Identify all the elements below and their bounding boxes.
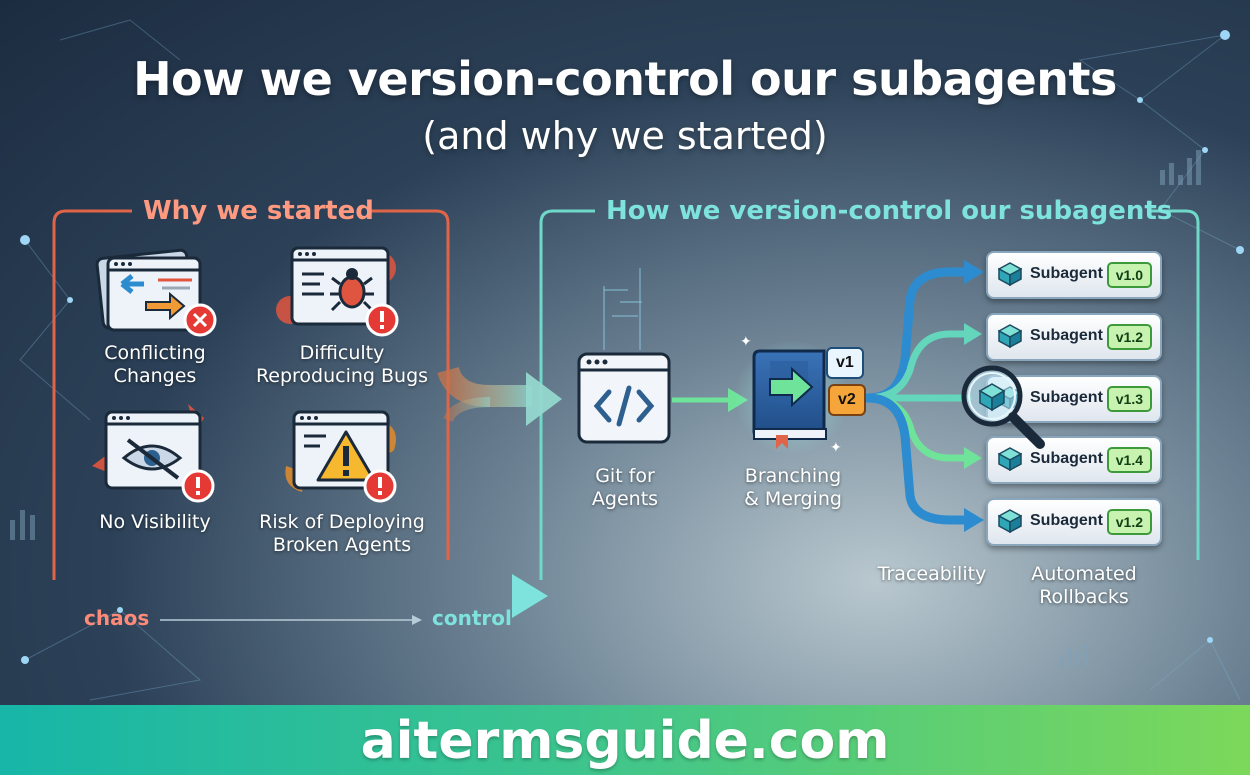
subagent-card-d: Subagent D v1.4 — [986, 436, 1162, 484]
version-tag-v2: v2 — [828, 384, 866, 416]
subagent-version-badge: v1.2 — [1106, 509, 1152, 535]
version-tag-v1: v1 — [826, 347, 864, 379]
page-subtitle: (and why we started) — [422, 114, 828, 158]
git-decoration — [603, 268, 642, 350]
magnifier-icon — [961, 365, 1045, 449]
code-window-icon — [577, 352, 671, 444]
bar-glyph-decoration — [10, 150, 1201, 667]
sparkle-icon: ✦ — [740, 334, 752, 350]
bridge-arrow — [437, 366, 532, 407]
branch-tree — [863, 267, 973, 525]
traceability-label: Traceability — [877, 563, 987, 585]
infographic: ✦ ✦ How we version-control our subagents… — [10, 19, 1244, 701]
subagent-version-badge: v1.2 — [1106, 324, 1152, 350]
subagent-name: Subagent C — [1030, 389, 1119, 406]
conflicting-changes-icon — [95, 248, 217, 337]
how-panel-border — [539, 209, 1200, 580]
subagent-version-badge: v1.3 — [1106, 386, 1152, 412]
why-panel-border — [52, 209, 450, 580]
bridge-arrow-head — [526, 372, 562, 426]
subagent-card-b: Subagent B v1.2 — [986, 313, 1162, 361]
subagent-version-badge: v1.0 — [1106, 262, 1152, 288]
diagram-canvas: ✦ ✦ — [10, 19, 1244, 701]
branching-book-icon — [752, 349, 827, 449]
subagent-name: Subagent A — [1030, 265, 1119, 282]
control-label: control — [432, 606, 512, 630]
cube-icon — [998, 324, 1022, 348]
cube-icon — [998, 262, 1022, 286]
footer-banner: aitermsguide.com — [0, 705, 1250, 775]
no-visibility-label: No Visibility — [99, 511, 211, 533]
network-nodes — [20, 30, 1244, 664]
site-url: aitermsguide.com — [360, 711, 890, 771]
bug-icon — [276, 246, 399, 337]
subagent-version-badge: v1.4 — [1106, 447, 1152, 473]
page-title: How we version-control our subagents — [133, 52, 1117, 106]
subagent-name: Subagent D — [1030, 450, 1119, 467]
subagent-card-e: Subagent E v1.2 — [986, 498, 1162, 546]
branching-merging-label: Branching& Merging — [744, 465, 842, 510]
how-panel-title: How we version-control our subagents — [606, 196, 1173, 226]
subagent-name: Subagent E — [1030, 512, 1119, 529]
hidden-eye-icon — [92, 404, 215, 503]
warning-icon — [285, 410, 397, 503]
chaos-control-arrowhead — [512, 574, 548, 618]
subagent-card-a: Subagent A v1.0 — [986, 251, 1162, 299]
sparkle-icon: ✦ — [830, 440, 842, 456]
subagent-name: Subagent B — [1030, 327, 1119, 344]
branch-arrowheads — [964, 260, 984, 532]
cube-icon — [998, 447, 1022, 471]
chaos-label: chaos — [84, 606, 150, 630]
cube-icon — [998, 509, 1022, 533]
why-panel-title: Why we started — [143, 196, 374, 226]
